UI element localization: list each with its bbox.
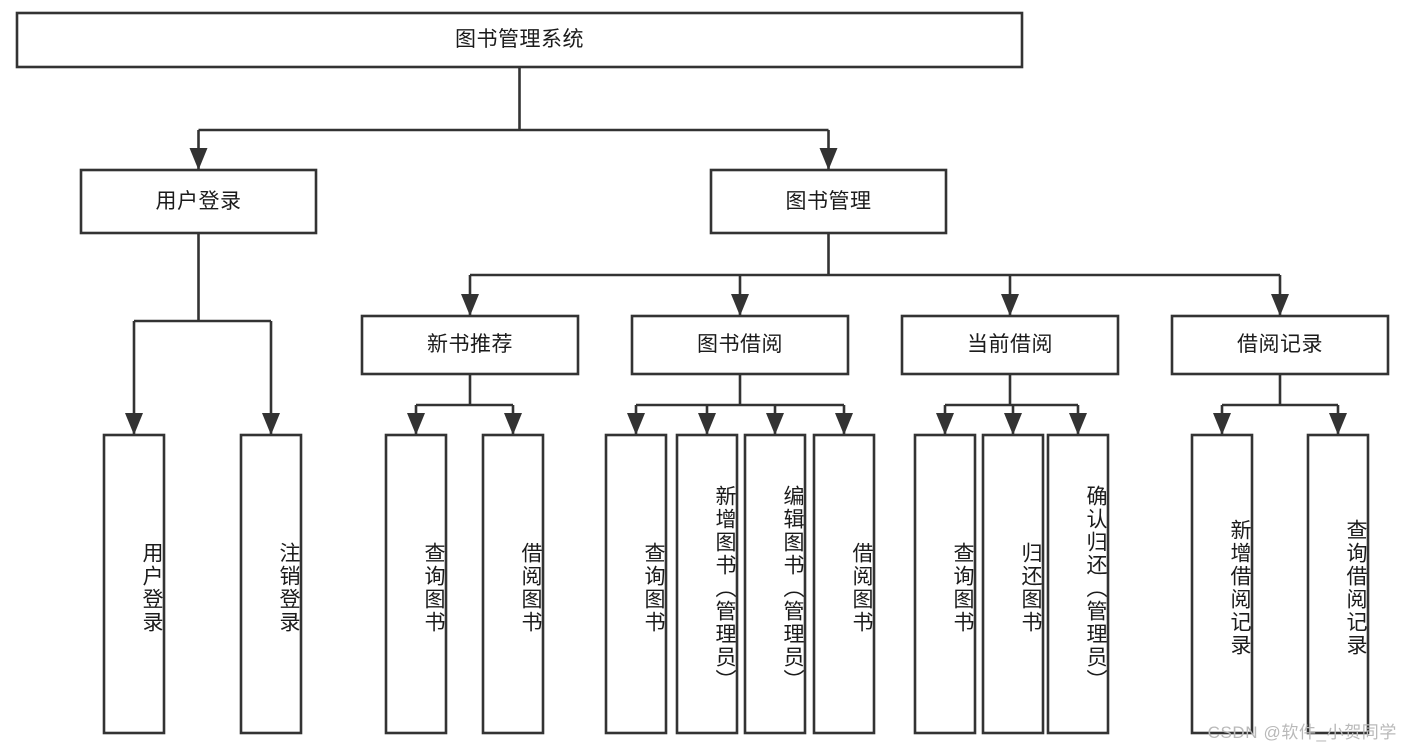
arrow-head-icon xyxy=(766,413,784,435)
node-leaf-query-borrow-record[interactable] xyxy=(1306,433,1370,735)
arrow-head-icon xyxy=(731,294,749,316)
connectors-layer xyxy=(125,67,1347,435)
node-leaf-user-logout[interactable] xyxy=(239,433,303,735)
arrow-head-icon xyxy=(407,413,425,435)
node-leaf-confirm-return-admin[interactable] xyxy=(1046,433,1110,735)
arrow-head-icon xyxy=(1001,294,1019,316)
arrow-head-icon xyxy=(189,148,208,170)
arrow-head-icon xyxy=(125,413,143,435)
node-leaf-query-book-cur[interactable] xyxy=(913,433,977,735)
node-current-borrow[interactable] xyxy=(900,314,1120,376)
arrow-head-icon xyxy=(936,413,954,435)
arrow-head-icon xyxy=(1213,413,1231,435)
arrow-head-icon xyxy=(1069,413,1087,435)
node-book-borrow[interactable] xyxy=(630,314,850,376)
node-user-login[interactable] xyxy=(79,168,318,235)
node-leaf-user-login[interactable] xyxy=(102,433,166,735)
arrow-head-icon xyxy=(262,413,280,435)
arrow-head-icon xyxy=(504,413,522,435)
node-leaf-borrow-book[interactable] xyxy=(812,433,876,735)
node-leaf-edit-book-admin[interactable] xyxy=(743,433,807,735)
node-leaf-query-book-rec[interactable] xyxy=(384,433,448,735)
node-leaf-borrow-book-rec[interactable] xyxy=(481,433,545,735)
boxes-layer xyxy=(15,11,1390,735)
node-leaf-return-book[interactable] xyxy=(981,433,1045,735)
arrow-head-icon xyxy=(627,413,645,435)
arrow-head-icon xyxy=(1004,413,1022,435)
arrow-head-icon xyxy=(461,294,479,316)
arrow-head-icon xyxy=(698,413,716,435)
node-leaf-add-borrow-record[interactable] xyxy=(1190,433,1254,735)
arrow-head-icon xyxy=(1329,413,1347,435)
arrow-head-icon xyxy=(835,413,853,435)
node-root-book-management-system[interactable] xyxy=(15,11,1024,69)
node-borrow-record[interactable] xyxy=(1170,314,1390,376)
node-leaf-add-book-admin[interactable] xyxy=(675,433,739,735)
node-book-manage[interactable] xyxy=(709,168,948,235)
arrow-head-icon xyxy=(819,148,838,170)
node-new-book-recommend[interactable] xyxy=(360,314,580,376)
arrow-head-icon xyxy=(1271,294,1289,316)
node-leaf-query-book-borrow[interactable] xyxy=(604,433,668,735)
